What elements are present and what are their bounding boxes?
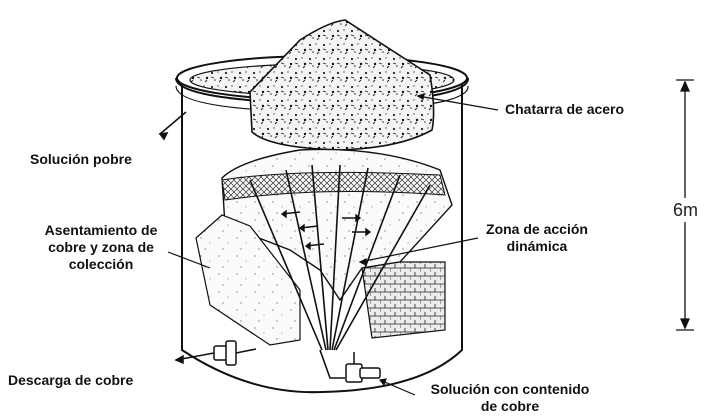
- height-label: 6m: [672, 200, 699, 220]
- label-copper-solution-line-1: Solución con contenido: [420, 381, 600, 398]
- label-dynamic-zone-line-1: Zona de acción: [476, 221, 598, 238]
- label-copper-settling-line-3: colección: [28, 256, 174, 273]
- label-copper-solution-line-2: de cobre: [420, 398, 600, 415]
- label-copper-settling-zone: Asentamiento de cobre y zona de colecció…: [28, 222, 174, 273]
- label-steel-scrap: Chatarra de acero: [505, 101, 624, 118]
- label-copper-discharge: Descarga de cobre: [8, 372, 133, 389]
- label-dynamic-zone: Zona de acción dinámica: [476, 221, 598, 255]
- label-dynamic-zone-line-2: dinámica: [476, 238, 598, 255]
- label-copper-settling-line-2: cobre y zona de: [28, 239, 174, 256]
- label-poor-solution: Solución pobre: [30, 151, 132, 168]
- label-copper-settling-line-1: Asentamiento de: [28, 222, 174, 239]
- steel-scrap-pile: [250, 20, 434, 150]
- label-copper-solution: Solución con contenido de cobre: [420, 381, 600, 415]
